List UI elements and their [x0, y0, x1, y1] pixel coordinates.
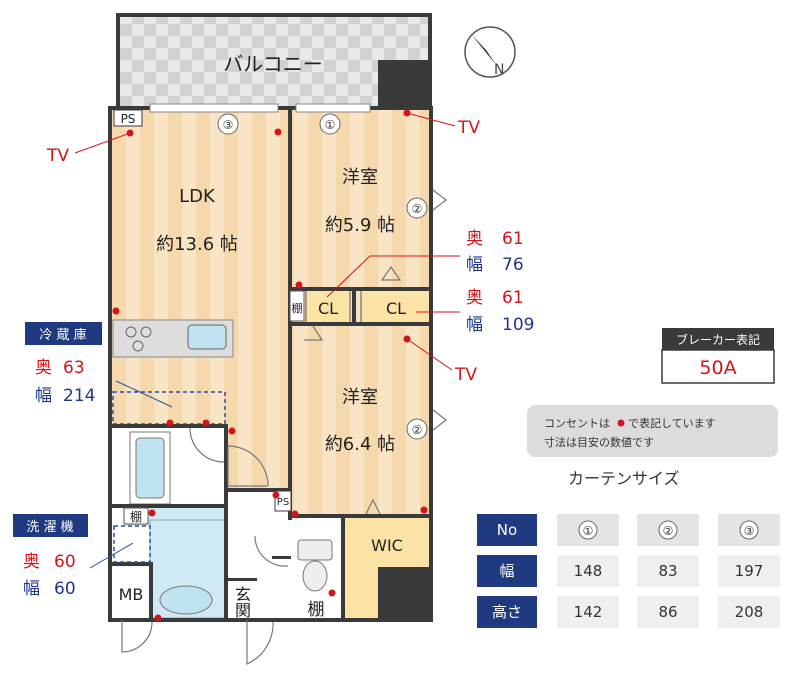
- windows: [149, 103, 371, 113]
- tv-label-2: TV: [457, 118, 480, 138]
- shelf-label-1: 棚: [292, 301, 303, 315]
- closet-dims-2: 奥 61 幅 109: [416, 288, 534, 335]
- genkan-area: [226, 490, 291, 620]
- curtain-title: カーテンサイズ: [568, 469, 680, 488]
- washer-title: 洗 濯 機: [26, 520, 73, 535]
- balcony-label: バルコニー: [223, 52, 323, 76]
- cl1-width-value: 76: [502, 255, 524, 275]
- washer-info: 洗 濯 機 奥 60 幅 60: [13, 514, 151, 599]
- ps-mid-label: PS: [277, 497, 289, 508]
- room2-size: 約6.4 帖: [325, 434, 395, 455]
- cl2-width-value: 109: [502, 315, 534, 335]
- room2-name: 洋室: [342, 387, 378, 408]
- fridge-depth-label: 奥: [35, 358, 52, 378]
- curtain-row-width-label: 幅: [499, 562, 514, 580]
- fridge-title: 冷 蔵 庫: [39, 328, 86, 343]
- notice-line1-b: で表記しています: [628, 416, 716, 430]
- washer-depth-label: 奥: [23, 552, 40, 572]
- ps-top-label: PS: [121, 112, 136, 126]
- cl2-width-label: 幅: [466, 315, 483, 335]
- window-num-3: ③: [223, 118, 234, 132]
- washer-width-label: 幅: [23, 579, 40, 599]
- curtain-table: No 幅 高さ ① ② ③ 148 83 197 142 86 208: [477, 514, 780, 628]
- tv-label-3: TV: [454, 365, 477, 385]
- window-num-1: ①: [325, 118, 336, 132]
- cl2-depth-label: 奥: [466, 288, 483, 308]
- kitchen-counter: [112, 319, 234, 358]
- washer-depth-value: 60: [54, 552, 76, 572]
- window-num-2a: ②: [412, 202, 423, 216]
- curtain-col-2: ②: [663, 524, 674, 538]
- ldk-name: LDK: [179, 186, 216, 207]
- tv-label-1: TV: [46, 146, 69, 166]
- shelf-label-3: 棚: [308, 600, 325, 620]
- wic-label: WIC: [371, 536, 403, 555]
- notice-line2: 寸法は目安の数値です: [544, 435, 654, 449]
- closet-dims-1: 奥 61 幅 76: [326, 229, 524, 298]
- curtain-row-height-label: 高さ: [492, 603, 522, 621]
- curtain-header-label: No: [497, 521, 517, 539]
- cl1-width-label: 幅: [466, 255, 483, 275]
- curtain-width-1: 148: [574, 562, 603, 580]
- curtain-width-3: 197: [735, 562, 764, 580]
- ldk-size: 約13.6 帖: [156, 234, 238, 255]
- window-num-2b: ②: [412, 423, 423, 437]
- compass-north-label: N: [494, 62, 504, 78]
- washer-width-value: 60: [54, 579, 76, 599]
- mb-label: MB: [119, 585, 144, 604]
- cl-label-1: CL: [318, 299, 338, 318]
- genkan-label-1: 玄: [235, 585, 251, 604]
- compass-icon: N: [464, 26, 516, 78]
- doors: [121, 189, 447, 665]
- cl2-depth-value: 61: [502, 288, 524, 308]
- fridge-info: 冷 蔵 庫 奥 63 幅 214: [25, 322, 173, 408]
- balcony: バルコニー: [116, 13, 432, 111]
- room1-name: 洋室: [342, 167, 378, 188]
- fridge-width-label: 幅: [35, 386, 52, 406]
- cl1-depth-label: 奥: [466, 229, 483, 249]
- notice-line1-a: コンセントは: [544, 417, 610, 430]
- curtain-width-2: 83: [658, 562, 677, 580]
- fridge-depth-value: 63: [63, 358, 85, 378]
- curtain-col-3: ③: [744, 524, 755, 538]
- shelf-label-2: 棚: [130, 509, 142, 524]
- curtain-col-1: ①: [583, 524, 594, 538]
- curtain-height-1: 142: [574, 603, 603, 621]
- breaker-title: ブレーカー表記: [676, 332, 760, 347]
- curtain-height-2: 86: [658, 603, 677, 621]
- fridge-width-value: 214: [63, 386, 95, 406]
- breaker-value: 50A: [699, 357, 736, 379]
- breaker-panel: ブレーカー表記 50A: [661, 328, 775, 384]
- curtain-height-3: 208: [735, 603, 764, 621]
- room1-size: 約5.9 帖: [325, 215, 395, 236]
- genkan-label-2: 関: [235, 601, 251, 620]
- cl-label-2: CL: [386, 299, 406, 318]
- notice-box: コンセントは で表記しています 寸法は目安の数値です: [527, 405, 778, 457]
- cl1-depth-value: 61: [502, 229, 524, 249]
